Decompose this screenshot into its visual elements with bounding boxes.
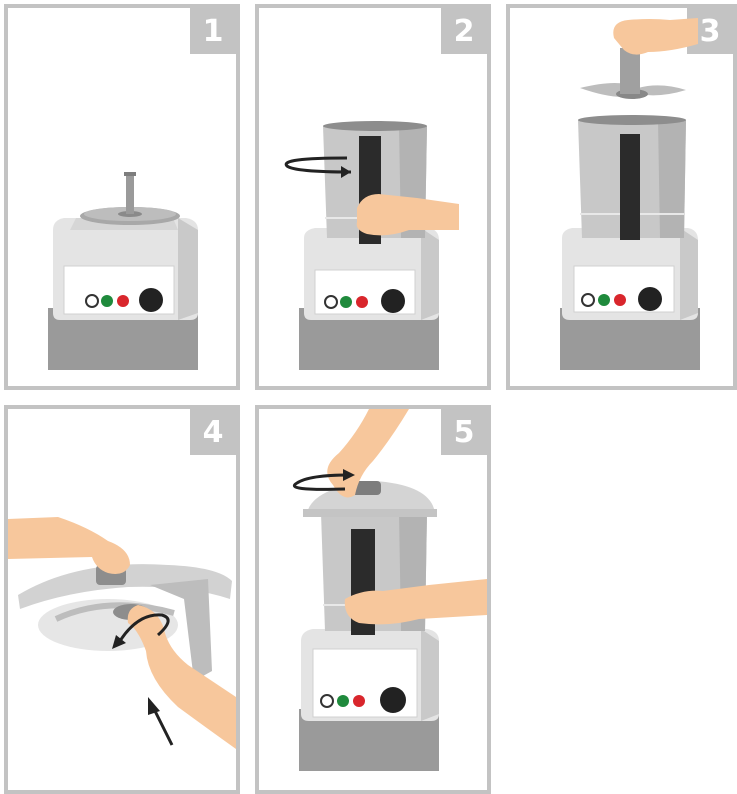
power-on-button bbox=[340, 296, 352, 308]
step-panel-2: 2 bbox=[255, 4, 491, 390]
speed-dial bbox=[139, 288, 163, 312]
motor-shaft bbox=[126, 172, 134, 214]
blade-hub bbox=[620, 48, 640, 94]
power-on-button bbox=[101, 295, 113, 307]
power-on-button bbox=[598, 294, 610, 306]
step-2-illustration bbox=[259, 8, 487, 386]
step-1-illustration bbox=[8, 8, 236, 386]
speed-dial bbox=[380, 687, 406, 713]
power-off-button bbox=[117, 295, 129, 307]
step-3-illustration bbox=[510, 8, 733, 386]
power-on-button bbox=[337, 695, 349, 707]
hand bbox=[613, 18, 698, 55]
pulse-button bbox=[86, 295, 98, 307]
push-arrow-icon bbox=[154, 709, 172, 745]
power-off-button bbox=[353, 695, 365, 707]
bowl-handle bbox=[620, 134, 640, 240]
step-panel-5: 5 bbox=[255, 405, 491, 794]
step-5-illustration bbox=[259, 409, 487, 790]
step-panel-4: 4 bbox=[4, 405, 240, 794]
hand bbox=[128, 605, 236, 749]
hand bbox=[8, 517, 130, 574]
power-off-button bbox=[614, 294, 626, 306]
pulse-button bbox=[325, 296, 337, 308]
step-4-illustration bbox=[8, 409, 236, 790]
pulse-button bbox=[582, 294, 594, 306]
step-panel-3: 3 bbox=[506, 4, 737, 390]
power-off-button bbox=[356, 296, 368, 308]
hand bbox=[357, 194, 459, 235]
step-panel-1: 1 bbox=[4, 4, 240, 390]
speed-dial bbox=[638, 287, 662, 311]
speed-dial bbox=[381, 289, 405, 313]
pulse-button bbox=[321, 695, 333, 707]
